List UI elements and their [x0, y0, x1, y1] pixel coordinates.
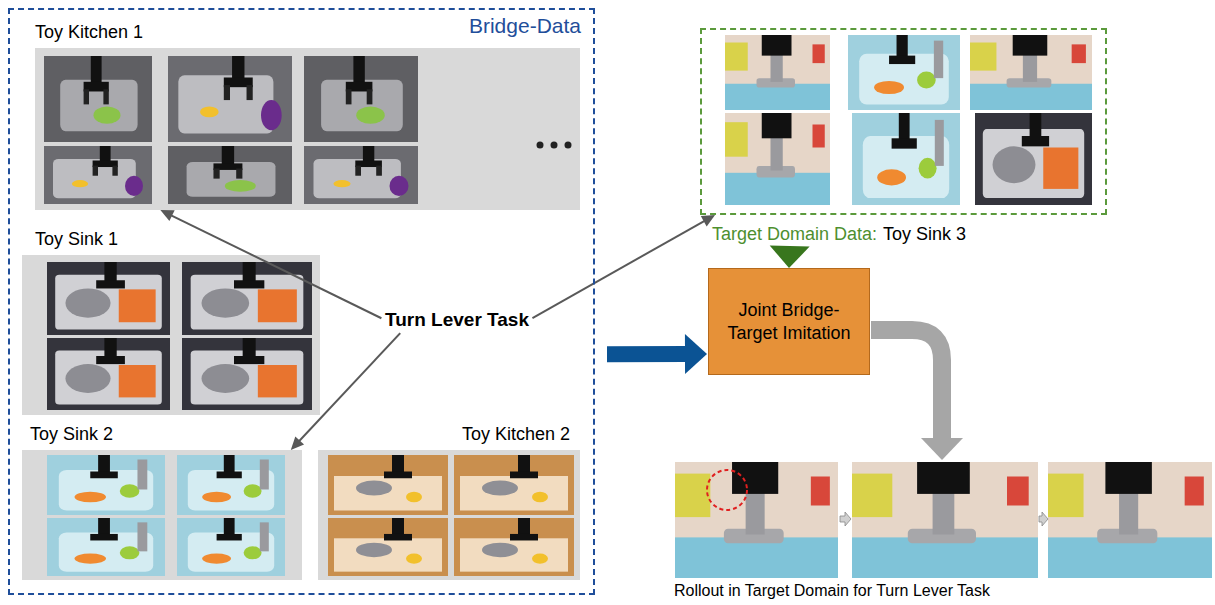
- node-label: Turn Lever Task: [385, 309, 529, 331]
- photo: [454, 455, 574, 515]
- photo: [47, 455, 165, 515]
- panel-ground: [35, 48, 580, 210]
- connector-line: [607, 346, 686, 362]
- dataset-region: Bridge-DataToy Kitchen 1Toy Sink 1Toy Si…: [8, 8, 595, 595]
- rollout-strip: Rollout in Target Domain for Turn Lever …: [672, 460, 1212, 578]
- rollout-frame: [852, 462, 1038, 578]
- node-label: Toy Sink 1: [35, 229, 118, 250]
- connector-arrow: [160, 210, 381, 318]
- photo: [182, 262, 312, 335]
- photo: [970, 35, 1092, 110]
- node-label: Toy Kitchen 2: [462, 424, 570, 445]
- connector-line: [532, 221, 704, 318]
- domain-panel: Toy Kitchen 1: [35, 48, 580, 210]
- connector-line: [171, 215, 381, 318]
- node-sublabel: Toy Sink 3: [883, 224, 966, 245]
- connector-arrow: [532, 215, 715, 318]
- photo: [47, 262, 170, 335]
- process-box: Joint Bridge-Target Imitation: [708, 268, 870, 375]
- connector-arrow: [871, 330, 963, 460]
- highlight-circle: [707, 470, 747, 510]
- photo: [725, 113, 830, 205]
- node-label: Bridge-Data: [469, 14, 581, 38]
- photo: [975, 113, 1092, 205]
- photo: [304, 146, 418, 204]
- photo: [47, 338, 170, 410]
- arrow-head: [160, 210, 174, 221]
- node-label: Joint Bridge-Target Imitation: [719, 299, 859, 344]
- panel-ground: [22, 450, 302, 580]
- photo: [177, 455, 285, 515]
- dashed-frame: [700, 28, 1107, 215]
- photo: [852, 113, 960, 205]
- photo: [328, 455, 448, 515]
- arrow-head: [770, 245, 810, 268]
- panel-ground: [22, 255, 320, 415]
- arrow-head: [685, 334, 707, 374]
- ellipsis-dot: [537, 142, 544, 149]
- step-arrow: [840, 512, 851, 526]
- ellipsis-dot: [565, 142, 572, 149]
- step-arrow: [1039, 512, 1048, 526]
- rollout-frame: [675, 462, 838, 578]
- photo: [725, 35, 830, 110]
- rollout-frame: [1048, 462, 1212, 578]
- connector-line: [871, 330, 942, 439]
- arrow-head: [921, 438, 963, 460]
- task-label: Turn Lever Task: [385, 309, 529, 331]
- connector-line: [299, 333, 400, 441]
- photo: [454, 518, 574, 576]
- arrow-head: [291, 436, 304, 450]
- photo: [182, 338, 312, 410]
- label-row: Target Domain Data: Toy Sink 3: [712, 224, 966, 245]
- connector-arrow: [607, 334, 707, 374]
- photo: [44, 56, 152, 142]
- node-label: Rollout in Target Domain for Turn Lever …: [674, 582, 990, 600]
- photo: [177, 518, 285, 576]
- photo: [848, 35, 960, 110]
- domain-panel: Toy Sink 1: [22, 255, 320, 415]
- node-label: Target Domain Data:: [712, 224, 877, 245]
- domain-panel: Toy Kitchen 2: [318, 450, 580, 580]
- node-label: Toy Sink 2: [30, 424, 113, 445]
- photo: [328, 518, 448, 576]
- target-domain-box: Target Domain Data: Toy Sink 3: [700, 28, 1107, 250]
- connector-arrow: [291, 333, 400, 450]
- photo: [168, 56, 292, 142]
- photo: [168, 146, 292, 204]
- photo: [304, 56, 418, 142]
- domain-panel: Toy Sink 2: [22, 450, 302, 580]
- node-label: Toy Kitchen 1: [35, 22, 143, 43]
- panel-ground: [318, 450, 580, 580]
- connector-arrow: [770, 245, 810, 268]
- photo: [44, 146, 152, 204]
- ellipsis-dot: [551, 142, 558, 149]
- photo: [47, 518, 165, 576]
